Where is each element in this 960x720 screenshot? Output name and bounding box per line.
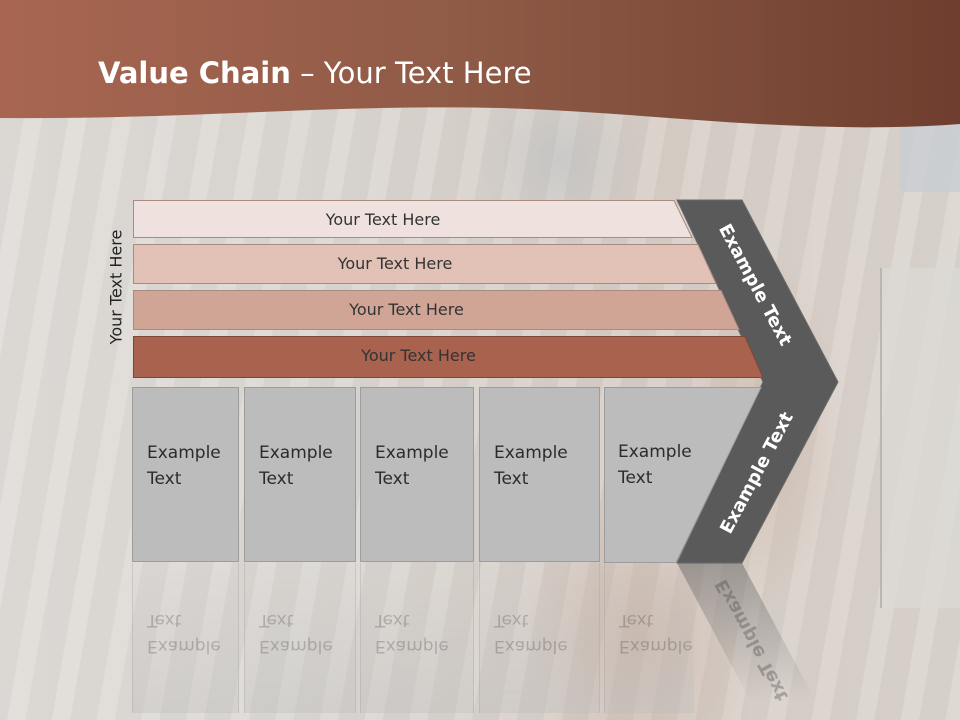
box-5-reflection: Example Text (604, 563, 694, 713)
side-label-text: Your Text Here (106, 229, 126, 345)
box-1-reflection: Example Text (132, 563, 239, 713)
box-5-line1: Example (618, 442, 692, 462)
box-4-line2: Text (494, 469, 529, 489)
background-wall-panel (880, 268, 960, 608)
band-1: Your Text Here (133, 200, 693, 238)
box-3-line2: Text (375, 469, 410, 489)
box-5: Example Text (604, 387, 704, 562)
band-1-shape (133, 200, 693, 238)
box-3-line1: Example (375, 443, 449, 463)
band-1-label: Your Text Here (325, 209, 441, 229)
band-3-shape (133, 290, 740, 330)
band-4-label: Your Text Here (361, 345, 476, 365)
band-4-shape (133, 336, 764, 378)
box-2-reflection: Example Text (244, 563, 356, 713)
box-4: Example Text (479, 387, 600, 562)
box-4-reflection: Example Text (479, 563, 600, 713)
box-2-reflection-line1: Example (259, 636, 333, 656)
box-1-line1: Example (147, 443, 221, 463)
box-4-line1: Example (494, 443, 568, 463)
box-2-reflection-line2: Text (259, 610, 294, 630)
box-5-reflection-line1: Example (619, 636, 693, 656)
box-1-reflection-line2: Text (147, 610, 182, 630)
box-3: Example Text (360, 387, 474, 562)
slide-title: Value Chain – Your Text Here (98, 56, 532, 90)
title-rest: – Your Text Here (290, 56, 532, 90)
box-3-reflection-line2: Text (375, 610, 410, 630)
band-2: Your Text Here (133, 244, 717, 284)
band-2-label: Your Text Here (337, 253, 453, 273)
box-4-reflection-line1: Example (494, 636, 568, 656)
band-3: Your Text Here (133, 290, 740, 330)
box-2: Example Text (244, 387, 356, 562)
box-5-line2: Text (618, 468, 653, 488)
box-5-shape (604, 387, 762, 563)
box-4-reflection-line2: Text (494, 610, 529, 630)
box-2-line2: Text (259, 469, 294, 489)
chevron-arrow (676, 199, 839, 700)
box-2-line1: Example (259, 443, 333, 463)
header-wave (0, 0, 960, 128)
band-4: Your Text Here (133, 336, 764, 378)
band-3-label: Your Text Here (349, 299, 464, 319)
chevron-reflection (677, 563, 815, 700)
header-banner: Value Chain – Your Text Here (0, 0, 960, 150)
title-bold: Value Chain (98, 56, 291, 90)
box-5-reflection-line2: Text (619, 610, 654, 630)
box-3-reflection: Example Text (360, 563, 474, 713)
box-1-reflection-line1: Example (147, 636, 221, 656)
box-3-reflection-line1: Example (375, 636, 449, 656)
box-1-line2: Text (147, 469, 182, 489)
box-1: Example Text (132, 387, 239, 562)
band-2-shape (133, 244, 717, 284)
